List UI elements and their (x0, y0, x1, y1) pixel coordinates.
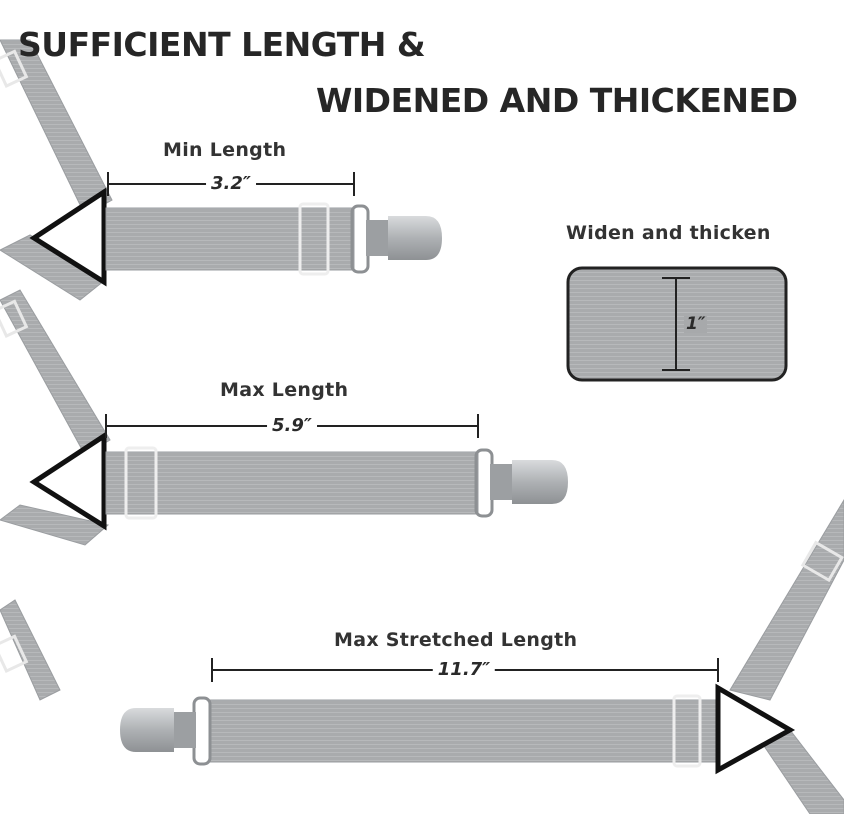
headline-line-1: SUFFICIENT LENGTH & (18, 25, 426, 64)
thickness-value: 1″ (684, 314, 708, 334)
max-stretched-length-label: Max Stretched Length (334, 629, 578, 651)
max-stretched-strap (120, 694, 721, 768)
min-length-label: Min Length (163, 139, 287, 161)
max-length-strap (105, 446, 568, 520)
left-strap-network (0, 39, 113, 701)
headline-line-2: WIDENED AND THICKENED (316, 81, 798, 120)
min-length-strap (105, 202, 442, 276)
max-length-value: 5.9″ (267, 417, 317, 435)
thickness-swatch (566, 266, 788, 382)
max-stretched-length-value: 11.7″ (432, 661, 496, 679)
thickness-label: Widen and thicken (566, 222, 771, 244)
max-length-label: Max Length (220, 379, 349, 401)
right-strap-network (715, 499, 844, 814)
min-length-value: 3.2″ (206, 175, 256, 193)
